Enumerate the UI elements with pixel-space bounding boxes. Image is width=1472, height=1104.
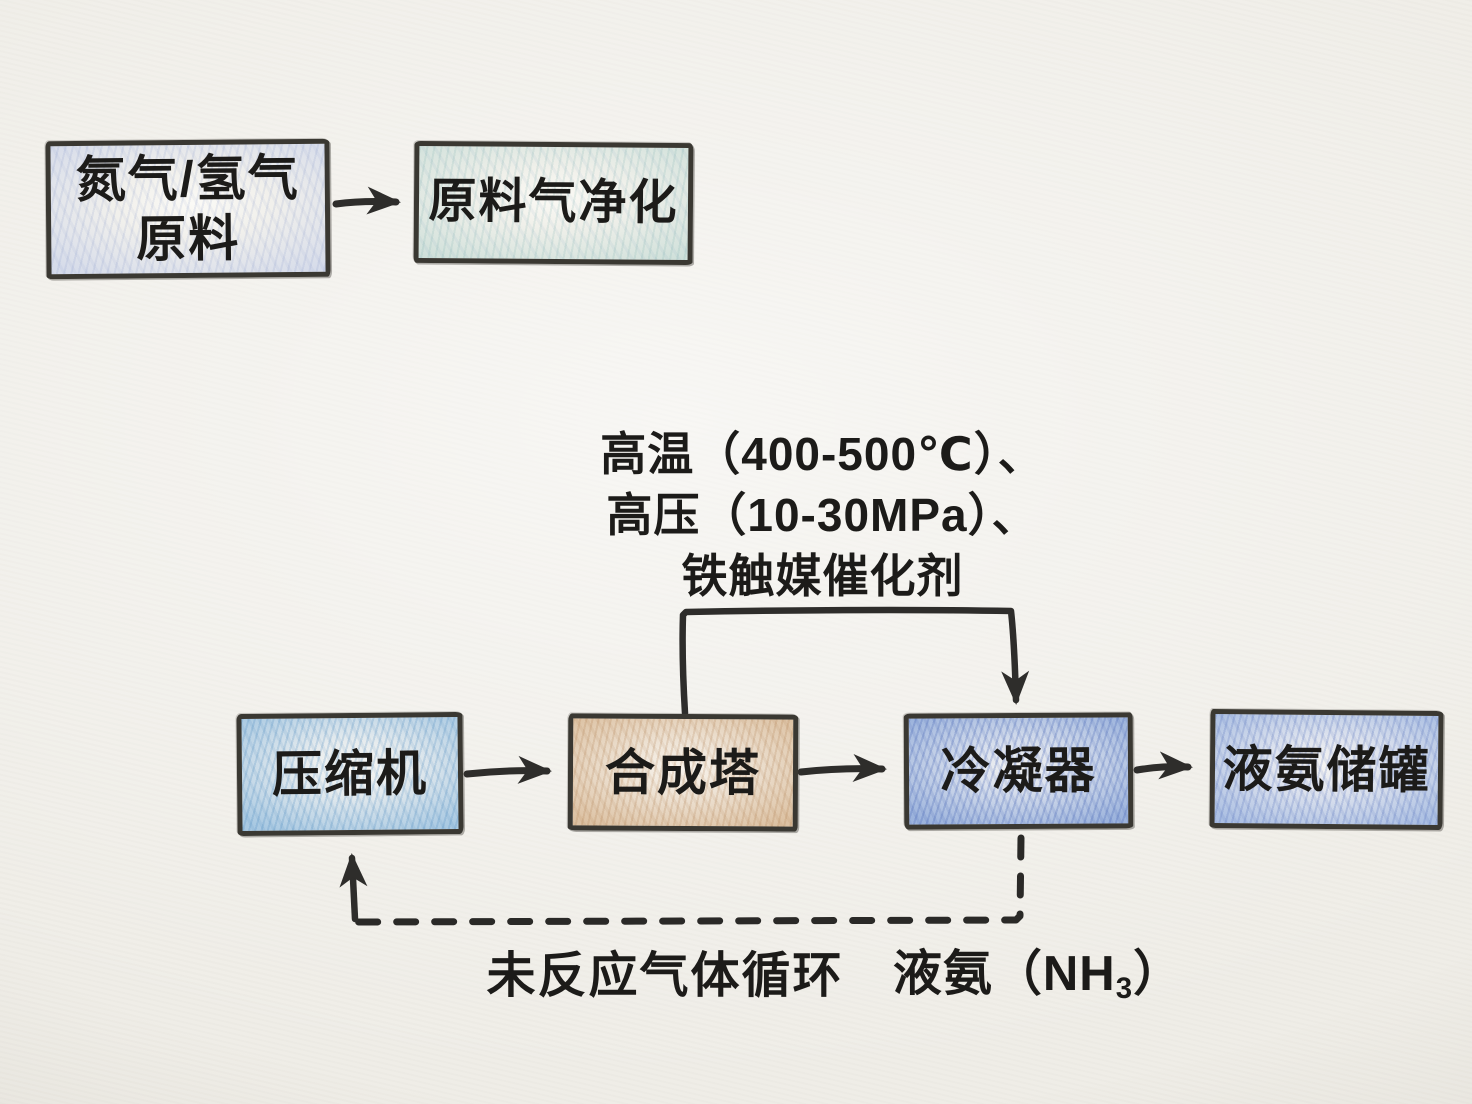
ammonia-label-subscript: 3 [1115,972,1134,1006]
ammonia-label-suffix: ） [1133,947,1184,1001]
synthesis-tower-label: 合成塔 [604,744,762,801]
arrow-recycle-to-compressor [339,853,368,923]
feed-gas-label-line2: 原料 [136,210,241,268]
node-ammonia-tank: 液氨储罐 [1209,708,1444,831]
purification-label: 原料气净化 [428,175,679,231]
compressor-label: 压缩机 [271,745,429,803]
reaction-conditions-note: 高温（400-500℃）、 高压（10-30MPa）、 铁触媒催化剂 [555,424,1090,607]
arrow-condenser-to-tank [1133,751,1193,780]
recycle-flow-label: 未反应气体循环 [486,949,844,1003]
conditions-line-pressure: 高压（10-30MPa）、 [606,489,1039,541]
connector-conditions-to-condenser [679,606,1030,717]
node-feed-gas: 氮气/氢气 原料 [45,138,331,280]
conditions-line-temperature: 高温（400-500℃）、 [600,428,1045,480]
ammonia-label-prefix: 液氨（NH [892,947,1116,1001]
dashed-recycle-line [354,834,1025,926]
arrow-compressor-to-synthesis [463,755,552,784]
feed-gas-label-line1: 氮气/氢气 [75,150,300,208]
node-purification: 原料气净化 [413,140,694,266]
node-condenser: 冷凝器 [903,712,1134,830]
conditions-line-catalyst: 铁触媒催化剂 [681,550,964,602]
arrow-synthesis-to-condenser [797,753,887,782]
ammonia-tank-label: 液氨储罐 [1222,740,1431,799]
ammonia-flow-label: 液氨（NH3） [888,934,1188,1006]
node-synthesis-tower: 合成塔 [567,713,799,832]
arrow-feed-to-purification [332,186,401,215]
node-compressor: 压缩机 [236,711,464,837]
condenser-label: 冷凝器 [940,742,1097,800]
